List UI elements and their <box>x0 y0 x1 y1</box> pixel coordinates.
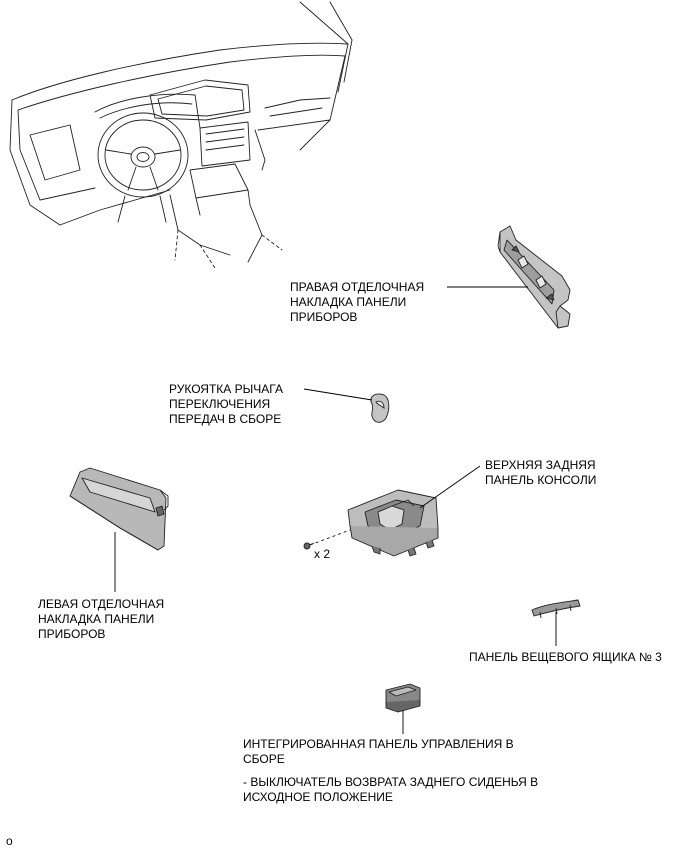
screw-dashed-line <box>309 529 351 546</box>
upper-rear-console-panel-illustration <box>347 489 439 557</box>
console-panel-label: ВЕРХНЯЯ ЗАДНЯЯ ПАНЕЛЬ КОНСОЛИ <box>485 458 597 487</box>
right-instrument-trim-illustration <box>497 225 571 329</box>
console-panel-leader-line <box>419 465 481 509</box>
right-trim-label: ПРАВАЯ ОТДЕЛОЧНАЯ НАКЛАДКА ПАНЕЛИ ПРИБОР… <box>290 280 425 324</box>
seat-switch-label: - ВЫКЛЮЧАТЕЛЬ ВОЗВРАТА ЗАДНЕГО СИДЕНЬЯ В… <box>243 775 539 804</box>
integrated-panel-label: ИНТЕГРИРОВАННАЯ ПАНЕЛЬ УПРАВЛЕНИЯ В СБОР… <box>243 737 514 766</box>
screw-quantity-label: x 2 <box>314 547 331 561</box>
integrated-control-panel-illustration <box>385 683 421 713</box>
dashboard-overview-illustration <box>9 1 353 269</box>
shift-knob-illustration <box>370 393 390 423</box>
corner-mark: o <box>6 834 13 848</box>
left-trim-label: ЛЕВАЯ ОТДЕЛОЧНАЯ НАКЛАДКА ПАНЕЛИ ПРИБОРО… <box>38 597 165 641</box>
screw-illustration <box>303 542 315 550</box>
left-instrument-trim-illustration <box>69 467 169 551</box>
box-panel-label: ПАНЕЛЬ ВЕЩЕВОГО ЯЩИКА № 3 <box>469 650 662 664</box>
shift-knob-leader-line <box>303 388 373 401</box>
shift-knob-label: РУКОЯТКА РЫЧАГА ПЕРЕКЛЮЧЕНИЯ ПЕРЕДАЧ В С… <box>169 382 283 426</box>
storage-box-panel-illustration <box>531 599 581 619</box>
